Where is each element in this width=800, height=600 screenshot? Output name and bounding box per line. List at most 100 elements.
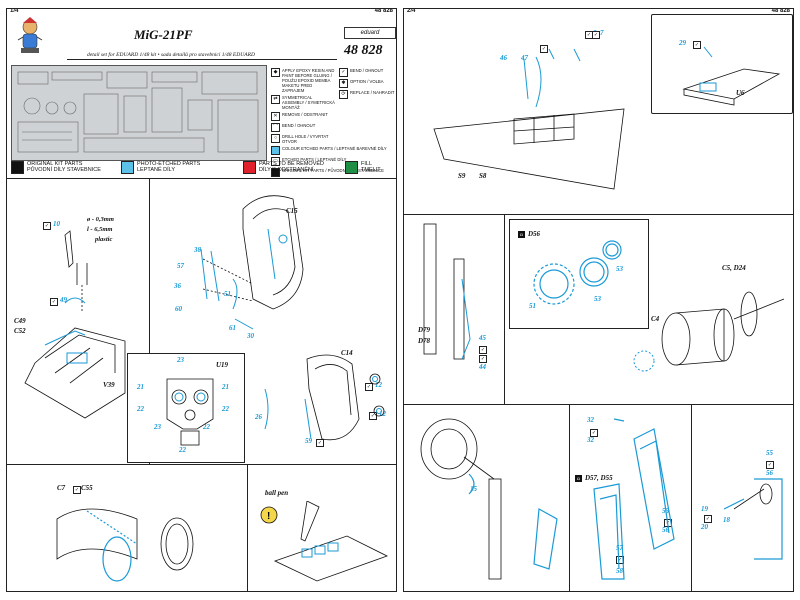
part-label: C55 [81,484,93,492]
check-box: ✓ [365,383,373,391]
part-label: 32 [587,416,594,424]
divider-vertical-bottom [247,464,248,591]
check-box: ✓ [316,439,324,447]
part-label: 61 [229,324,236,332]
legend-item-spray: ◆APPLY EPOXY RESIN AND PAINT BEFORE GLUI… [271,68,335,93]
divider-vertical [149,178,150,464]
part-label: 53 [616,265,623,273]
check-box: ✓ [369,412,377,420]
part-label: 46 [500,54,507,62]
check-box: ✓ [479,346,487,354]
wire-length: l - 6,5mm [87,226,113,233]
part-label: 56 [662,526,669,534]
part-label: 49 [60,296,67,304]
page-number: 1/4 [10,8,19,14]
detail-box-u6 [651,14,793,114]
engine-nozzle-drawing [633,291,785,372]
bend-icon: ⌒ [271,123,280,132]
part-label: 47 [521,54,528,62]
warning-icon [260,506,278,524]
check-box: ✓ [766,461,774,469]
part-label: U6 [736,89,745,97]
svg-text:!: ! [267,511,270,522]
part-label: 23 [177,356,184,364]
gear-door-drawing [593,418,675,580]
divider-vertical [504,214,505,404]
part-label: 21 [222,383,229,391]
part-label: 30 [247,332,254,340]
check-box: ✓ [73,486,81,494]
swatch-green [345,161,358,174]
photo-etched-fret [11,65,267,161]
part-label: 53 [594,295,601,303]
main-wheel-drawing [420,418,558,580]
legend-item-check: ✓BEND / OHNOUT [339,68,395,77]
tool-label: ball pen [265,489,289,497]
check-box: ✓ [479,355,487,363]
part-label: D56 [528,230,541,238]
gear-leg-drawing [423,223,471,360]
part-label: 38 [194,246,201,254]
part-label: 36 [174,282,181,290]
part-label: 60 [175,305,182,313]
check-box: ✓ [592,31,600,39]
replace-icon: ⟳ [339,90,348,99]
symbol-legend: ◆APPLY EPOXY RESIN AND PAINT BEFORE GLUI… [271,68,395,179]
part-label: 18 [723,516,730,524]
check-box: ✓ [590,429,598,437]
assembly-icon: ⇄ [271,95,280,104]
option-icon: ✱ [339,79,348,88]
instrument-panel-drawing [166,378,214,446]
check-box: ✓ [50,298,58,306]
remove-icon: ✕ [271,112,280,121]
part-label: D57, D55 [585,474,613,482]
wire-material: plastic [95,236,113,243]
part-label: 22 [137,405,144,413]
etch-icon: ◘ [575,475,582,482]
model-title: MiG-21PF [134,27,193,42]
instruction-page-right: 2/4 48 828 ✓ ✓ 8 ✓ 7 46 47 S9 S8 29 ✓ U6… [403,8,794,592]
part-label: C52 [14,327,26,335]
etched-icon: ▭ [271,157,280,166]
page-number: 2/4 [407,8,416,14]
page-code: 48 828 [771,8,790,14]
part-label: C4 [651,315,660,323]
legend-item-drill: ○DRILL HOLE / VYVRTAT OTVOR [271,134,335,144]
divider-bottom [404,404,793,405]
mascot-figure-icon [17,17,43,53]
legend-item-etched: ▭ETCHED PARTS / LEPTANÉ DÍLY [271,157,391,166]
legend-item-replace: ⟳REPLACE / NAHRADIT [339,90,395,99]
swatch-blue [121,161,134,174]
part-label: 45 [479,334,486,342]
kit-icon [271,168,280,177]
decal-icon [271,146,280,155]
legend-item-assembly: ⇄SYMMETRICAL ASSEMBLY / SYMETRICKÁ MONTÁ… [271,95,335,110]
check-box: ✓ [540,45,548,53]
turbine-blades-drawing [533,240,622,305]
part-label: 21 [137,383,144,391]
legend-item-option: ✱OPTION / VOLBA [339,79,395,88]
check-box: ✓ [43,222,51,230]
seat-back-drawing [264,354,385,441]
divider-top [7,178,396,179]
etch-icon: ◘ [518,231,525,238]
brand-logo: eduard [344,27,396,39]
part-label: 32 [587,436,594,444]
part-label: 44 [479,363,486,371]
part-label: 51 [529,302,536,310]
header-rule [67,59,337,60]
detail-box-d56 [509,219,649,329]
swatch-black [11,161,24,174]
spray-icon: ◆ [271,68,280,77]
part-label: 22 [222,405,229,413]
instruction-page-left: 1/4 48 828 MiG-21PF eduard 48 828 detail… [6,8,397,592]
part-label: V39 [103,381,115,389]
subtitle: detail set for EDUARD 1/48 kit • sada de… [87,52,255,58]
ejection-seat-drawing [200,195,304,330]
catalog-number: 48 828 [344,43,383,58]
divider-top [404,214,793,215]
